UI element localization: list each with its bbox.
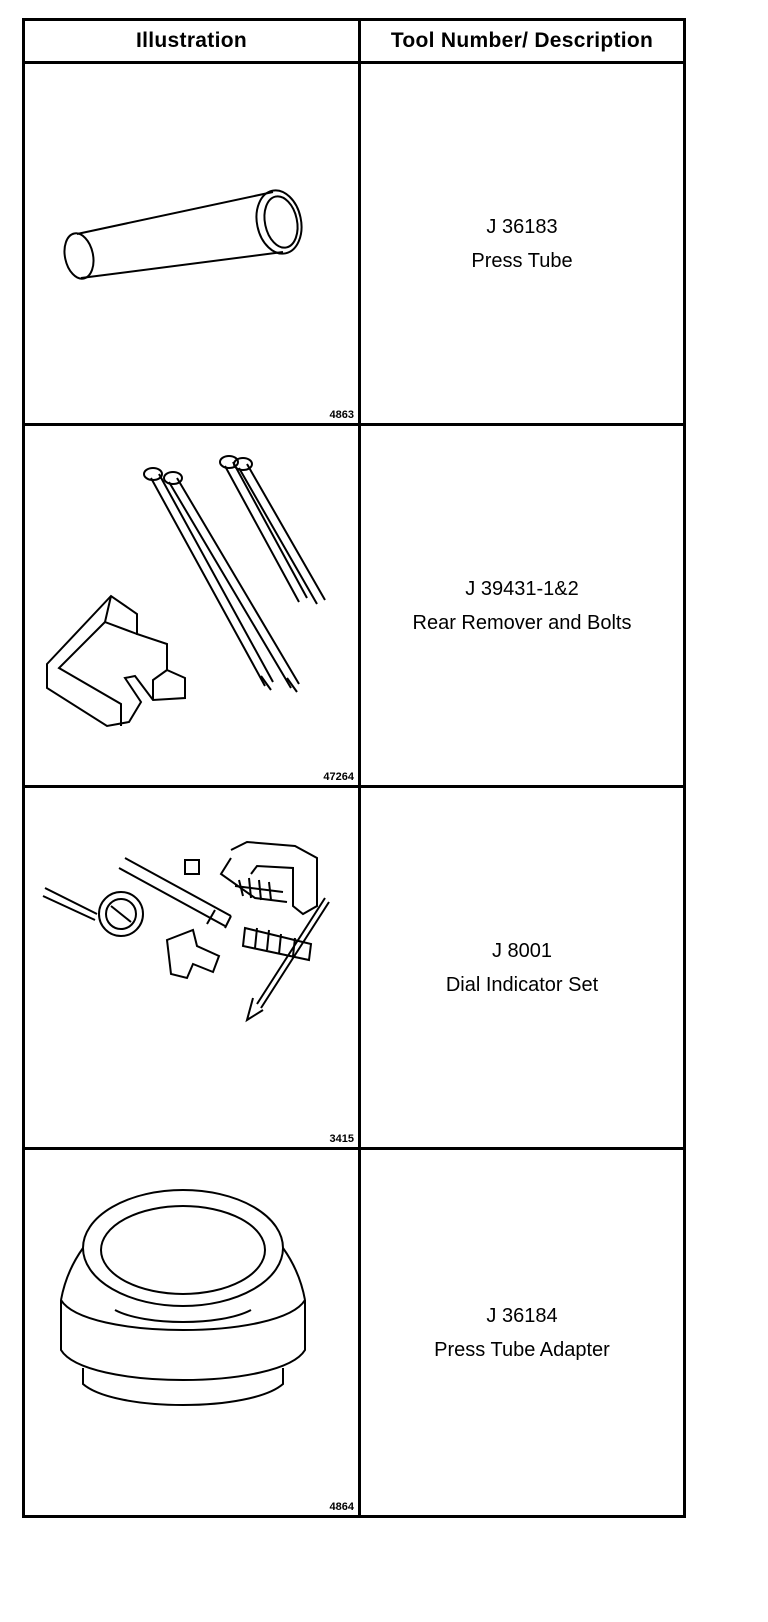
tool-description-cell: J 36184 Press Tube Adapter: [361, 1150, 683, 1515]
tool-name: Rear Remover and Bolts: [412, 611, 632, 634]
header-tool-description: Tool Number/ Description: [390, 29, 654, 52]
tool-description-cell: J 8001 Dial Indicator Set: [361, 788, 683, 1147]
tool-name: Press Tube Adapter: [434, 1338, 610, 1361]
figure-number: 4864: [329, 1501, 354, 1513]
illustration-cell: 4864: [25, 1150, 361, 1515]
table-header: Illustration Tool Number/ Description: [25, 21, 683, 64]
press-tube-icon: [63, 189, 303, 280]
illustration-cell: 4863: [25, 64, 361, 423]
dial-indicator-icon: [42, 840, 330, 1023]
tool-number: J 8001: [491, 939, 553, 962]
tool-description-cell: J 36183 Press Tube: [361, 64, 683, 423]
tool-number: J 36184: [486, 1304, 558, 1327]
table-row: 3415 J 8001 Dial Indicator Set: [25, 788, 683, 1150]
figure-number: 4863: [329, 409, 354, 421]
remover-bolts-icon: [46, 455, 326, 728]
table-row: 4864 J 36184 Press Tube Adapter: [25, 1150, 683, 1515]
tool-name: Dial Indicator Set: [445, 973, 599, 996]
tool-table: Illustration Tool Number/ Description 48…: [22, 18, 686, 1518]
tool-number: J 39431-1&2: [465, 577, 579, 600]
figure-number: 3415: [329, 1133, 354, 1145]
adapter-ring-icon: [60, 1189, 306, 1406]
tool-number: J 36183: [486, 215, 558, 238]
figure-number: 47264: [323, 771, 354, 783]
illustration-cell: 47264: [25, 426, 361, 785]
illustration-cell: 3415: [25, 788, 361, 1147]
table-row: 47264 J 39431-1&2 Rear Remover and Bolts: [25, 426, 683, 788]
tool-name: Press Tube: [471, 249, 573, 272]
table-row: 4863 J 36183 Press Tube: [25, 64, 683, 426]
header-illustration: Illustration: [25, 21, 361, 61]
tool-description-cell: J 39431-1&2 Rear Remover and Bolts: [361, 426, 683, 785]
